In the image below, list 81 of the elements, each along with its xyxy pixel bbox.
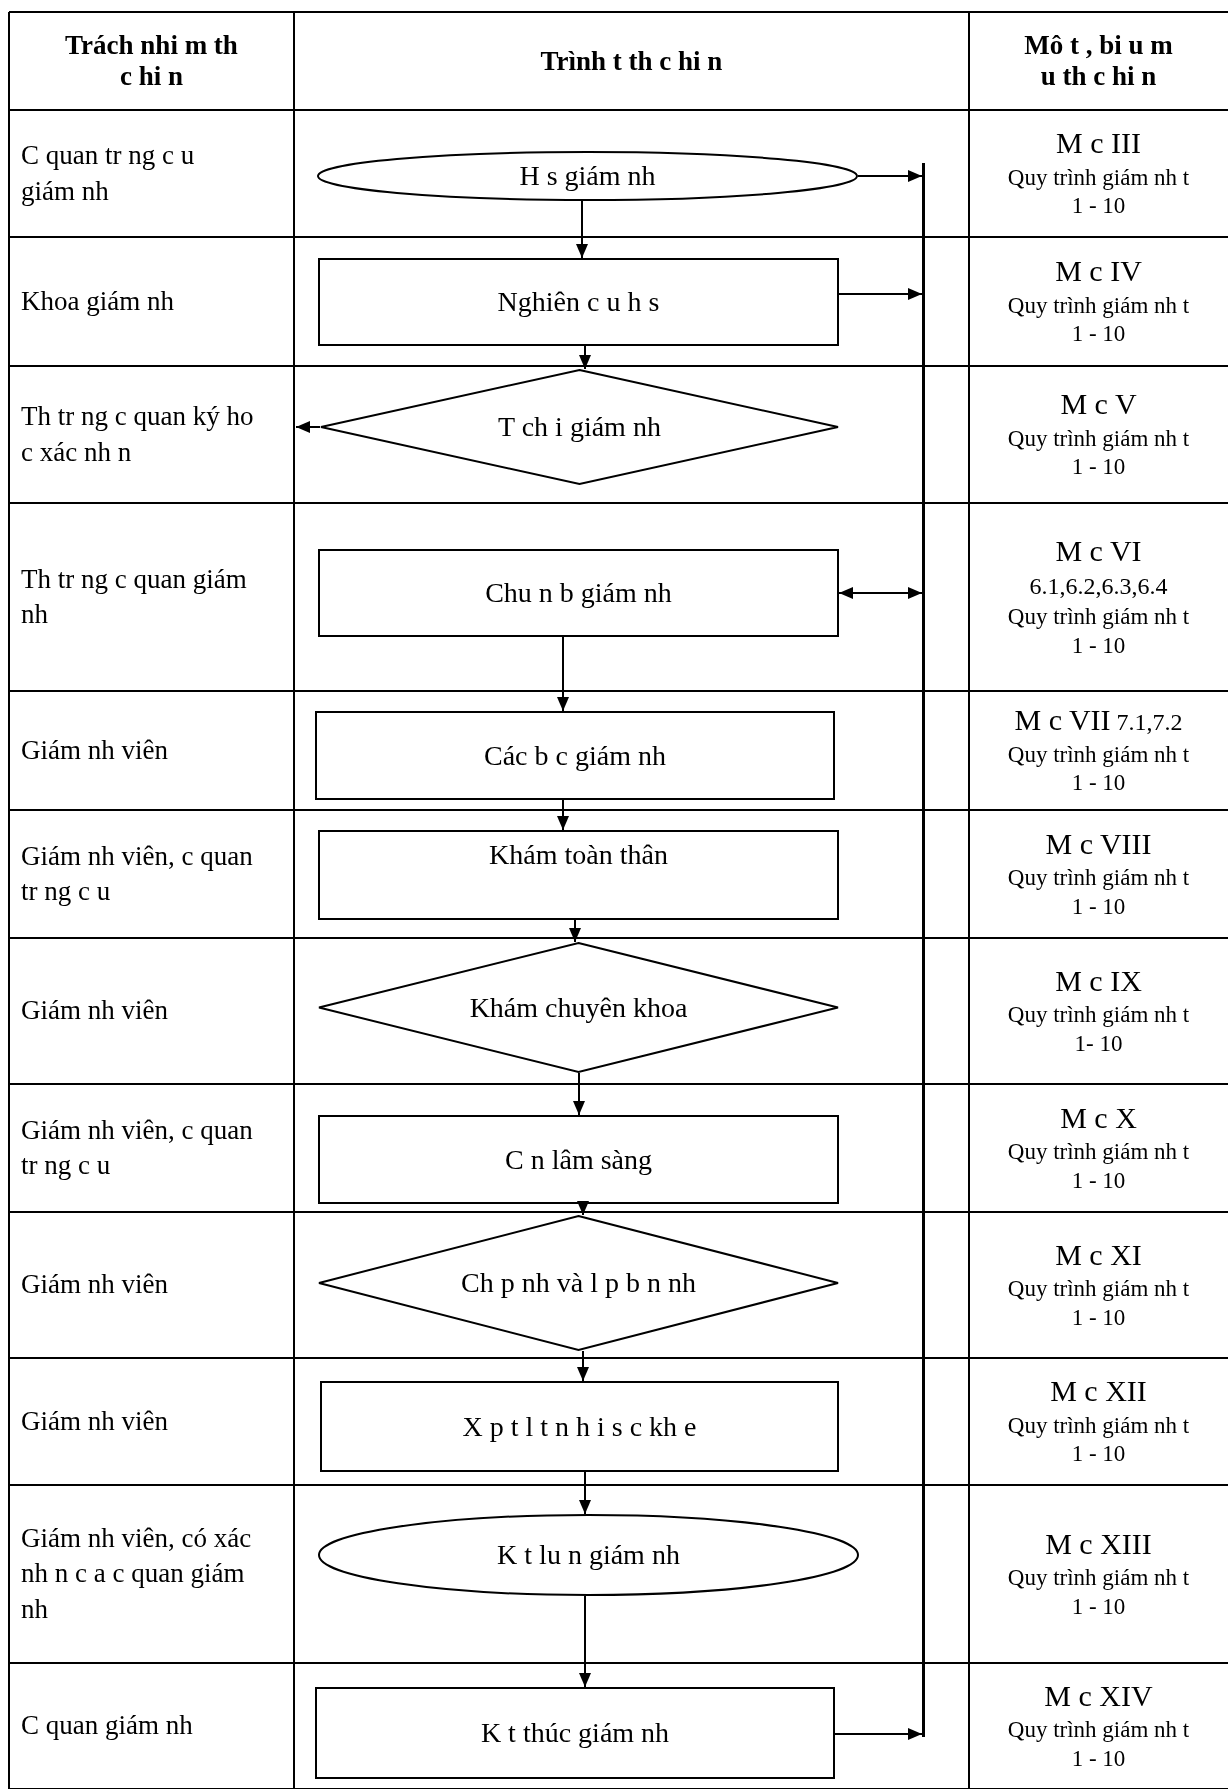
section-ref: M c III: [1056, 125, 1141, 161]
arrow: [838, 288, 923, 300]
node-label: K t lu n giám nh: [497, 1539, 680, 1571]
arrow: [569, 919, 581, 943]
arrow: [857, 170, 923, 182]
column-header: Mô t , bi u m u th c hi n: [1023, 30, 1174, 92]
decision-diamond: [320, 369, 839, 485]
arrow: [579, 345, 591, 370]
responsibility-text: C quan tr ng c u giám nh: [21, 139, 196, 208]
process-box: [315, 711, 835, 800]
arrow: [579, 1471, 591, 1515]
arrow: [557, 636, 569, 712]
section-ref: M c VIII: [1045, 825, 1152, 862]
node-label: X p t l t n h i s c kh e: [462, 1410, 697, 1443]
responsibility-text: Giám nh viên, có xác nh n c a c quan giám nh: [21, 1522, 253, 1626]
arrow: [577, 1201, 589, 1216]
procedure-ref: Quy trình giám nh t 1 - 10: [1006, 1138, 1191, 1195]
process-box: [320, 1381, 839, 1472]
arrow: [577, 1350, 589, 1382]
terminal-ellipse: [318, 1514, 859, 1596]
section-ref: M c XIII: [1045, 1525, 1152, 1562]
section-ref: M c XI: [1055, 1236, 1142, 1273]
section-ref: M c IX: [1055, 962, 1142, 999]
process-box: [318, 1115, 839, 1204]
decision-diamond: [318, 1215, 839, 1351]
node-label: Các b c giám nh: [484, 739, 666, 772]
bus-line: [922, 163, 925, 1737]
section-ref: M c VII: [1014, 702, 1111, 738]
responsibility-text: Giám nh viên: [21, 733, 169, 767]
subsection-ref: 7.1,7.2: [1116, 708, 1183, 737]
responsibility-text: Khoa giám nh: [21, 284, 175, 318]
terminal-ellipse: [317, 151, 858, 201]
procedure-ref: Quy trình giám nh t 1 - 10: [1006, 864, 1191, 921]
section-ref: M c IV: [1055, 253, 1142, 289]
responsibility-text: Giám nh viên: [21, 1404, 169, 1438]
section-ref: M c V: [1060, 386, 1137, 422]
process-box: [318, 258, 839, 346]
arrow: [834, 1728, 923, 1740]
process-box: [318, 830, 839, 920]
responsibility-text: Giám nh viên, c quan tr ng c u: [21, 839, 254, 908]
procedure-ref: Quy trình giám nh t 1 - 10: [1006, 1411, 1191, 1469]
responsibility-text: Giám nh viên: [21, 994, 169, 1028]
responsibility-text: Giám nh viên, c quan tr ng c u: [21, 1113, 254, 1182]
procedure-ref: Quy trình giám nh t 1 - 10: [1006, 1564, 1191, 1621]
section-ref: M c XII: [1050, 1373, 1147, 1409]
process-box: [318, 549, 839, 637]
procedure-ref: Quy trình giám nh t 1 - 10: [1006, 291, 1191, 349]
node-label: Khám toàn thân: [489, 839, 668, 871]
procedure-ref: Quy trình giám nh t 1- 10: [1006, 1001, 1191, 1058]
procedure-ref: Quy trình giám nh t 1 - 10: [1006, 163, 1191, 221]
arrow: [295, 421, 321, 433]
subsection-ref: 6.1,6.2,6.3,6.4: [1029, 572, 1168, 601]
arrow: [557, 799, 569, 831]
node-label: Ch p nh và l p b n nh: [461, 1267, 696, 1299]
procedure-ref: Quy trình giám nh t 1 - 10: [1006, 1716, 1191, 1773]
procedure-ref: Quy trình giám nh t 1 - 10: [1006, 424, 1191, 482]
node-label: C n lâm sàng: [505, 1143, 652, 1176]
node-label: Nghiên c u h s: [497, 286, 660, 318]
node-label: Khám chuyên khoa: [469, 991, 688, 1024]
responsibility-text: Th tr ng c quan giám nh: [21, 562, 248, 631]
section-ref: M c X: [1060, 1099, 1137, 1136]
node-label: K t thúc giám nh: [480, 1717, 670, 1749]
node-label: H s giám nh: [519, 160, 656, 192]
arrow: [579, 1595, 591, 1688]
column-header: Trách nhi m th c hi n: [64, 30, 239, 92]
process-box: [315, 1687, 835, 1779]
decision-diamond: [318, 942, 839, 1073]
procedure-ref: Quy trình giám nh t 1 - 10: [1006, 740, 1191, 798]
responsibility-text: Th tr ng c quan ký ho c xác nh n: [21, 399, 254, 470]
procedure-ref: Quy trình giám nh t 1 - 10: [1006, 1275, 1191, 1332]
responsibility-text: C quan giám nh: [21, 1709, 194, 1743]
node-label: T ch i giám nh: [498, 411, 661, 443]
node-label: Chu n b giám nh: [485, 577, 672, 609]
arrow: [576, 200, 588, 259]
responsibility-text: Giám nh viên: [21, 1268, 169, 1302]
procedure-ref: Quy trình giám nh t 1 - 10: [1006, 603, 1191, 660]
section-ref: M c VI: [1055, 532, 1142, 569]
arrow: [573, 1072, 585, 1116]
column-header: Trình t th c hi n: [539, 45, 724, 77]
section-ref: M c XIV: [1044, 1677, 1153, 1714]
arrow: [838, 587, 923, 599]
